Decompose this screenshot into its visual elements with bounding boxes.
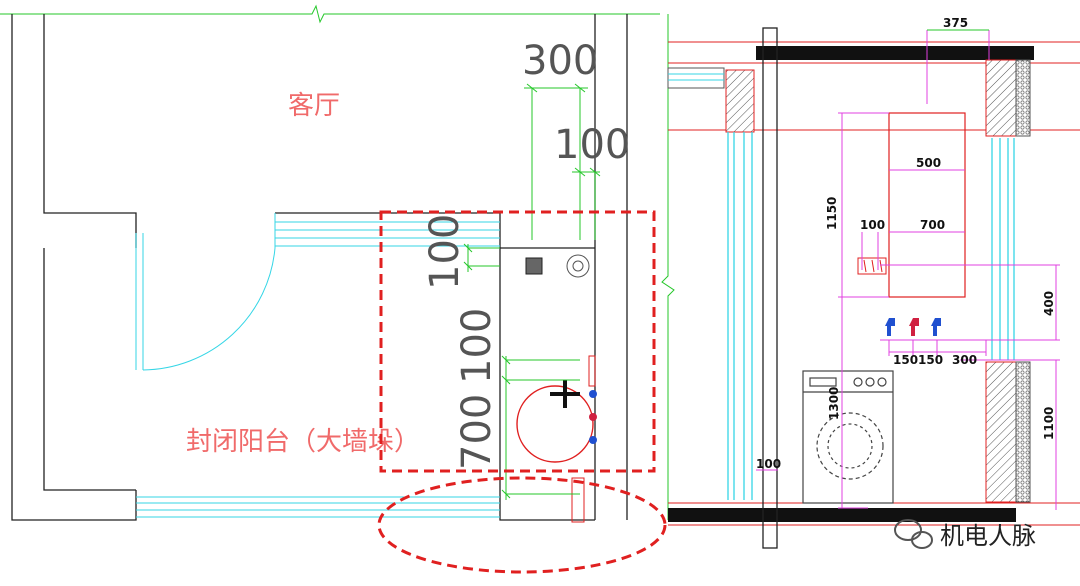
floor-slab	[668, 508, 1016, 522]
watermark-text: 机电人脉	[940, 522, 1036, 550]
dim-100-left-label: 100	[422, 214, 468, 290]
wechat-icon	[894, 519, 933, 549]
dim-150-a-label: 150	[893, 353, 918, 367]
wall-pipe	[588, 355, 596, 387]
drain-pipe	[571, 477, 585, 523]
dim-150-b-label: 150	[918, 353, 943, 367]
dim-700-label: 700	[454, 394, 500, 470]
dim-100-a-label: 100	[860, 218, 885, 232]
dim-500-label: 500	[916, 156, 941, 170]
dim-100-top-label: 100	[554, 122, 630, 168]
dim-100-mid-label: 100	[454, 308, 500, 384]
wall-cabinet	[888, 112, 966, 298]
hot-pipe-dot	[589, 413, 597, 421]
ceiling-slab	[756, 46, 1034, 60]
balcony-windows	[135, 213, 500, 518]
dim-100-b-label: 100	[756, 457, 781, 471]
floor-plan: 300 100 100 100 700 客厅 封闭阳台（大墙垛）	[0, 4, 675, 574]
floor-drain-icon	[525, 257, 543, 275]
plan-dimensions	[463, 83, 601, 500]
column	[762, 27, 778, 549]
elevation-dimensions	[756, 30, 1060, 510]
highlight-ellipse	[377, 476, 667, 574]
washing-machine-icon	[802, 370, 894, 504]
balcony-label: 封闭阳台（大墙垛）	[186, 427, 420, 457]
dim-1300-label: 1300	[827, 387, 841, 420]
washer-position-icon	[516, 385, 594, 463]
right-window	[985, 59, 1031, 503]
cold-pipe-dot	[589, 390, 597, 398]
dim-1150-label: 1150	[825, 197, 839, 230]
left-window	[667, 67, 755, 500]
pipe-riser-icon	[566, 254, 590, 278]
top-break-line	[0, 4, 660, 24]
dim-375-label: 375	[943, 16, 968, 30]
socket-icon	[857, 257, 887, 275]
highlight-box	[379, 210, 656, 473]
living-room-label: 客厅	[288, 91, 340, 121]
section-break-line	[661, 14, 675, 520]
fixtures	[516, 254, 597, 523]
dim-700-label: 700	[920, 218, 945, 232]
hot-faucet-icon	[909, 318, 919, 336]
dim-300-label: 300	[522, 38, 598, 84]
cross-marker-icon	[550, 380, 580, 408]
dim-1100-label: 1100	[1042, 407, 1056, 440]
walls	[11, 14, 628, 521]
watermark: 机电人脉	[894, 519, 1036, 550]
faucet-icons	[885, 318, 941, 336]
cold-faucet-icon-2	[931, 318, 941, 336]
cold-faucet-icon	[885, 318, 895, 336]
dim-400-label: 400	[1042, 291, 1056, 316]
wall-elevation: 375 500 1150 100 700 400 150 150 300 130…	[667, 16, 1080, 549]
cold-pipe-dot-2	[589, 436, 597, 444]
dim-300-label-elev: 300	[952, 353, 977, 367]
